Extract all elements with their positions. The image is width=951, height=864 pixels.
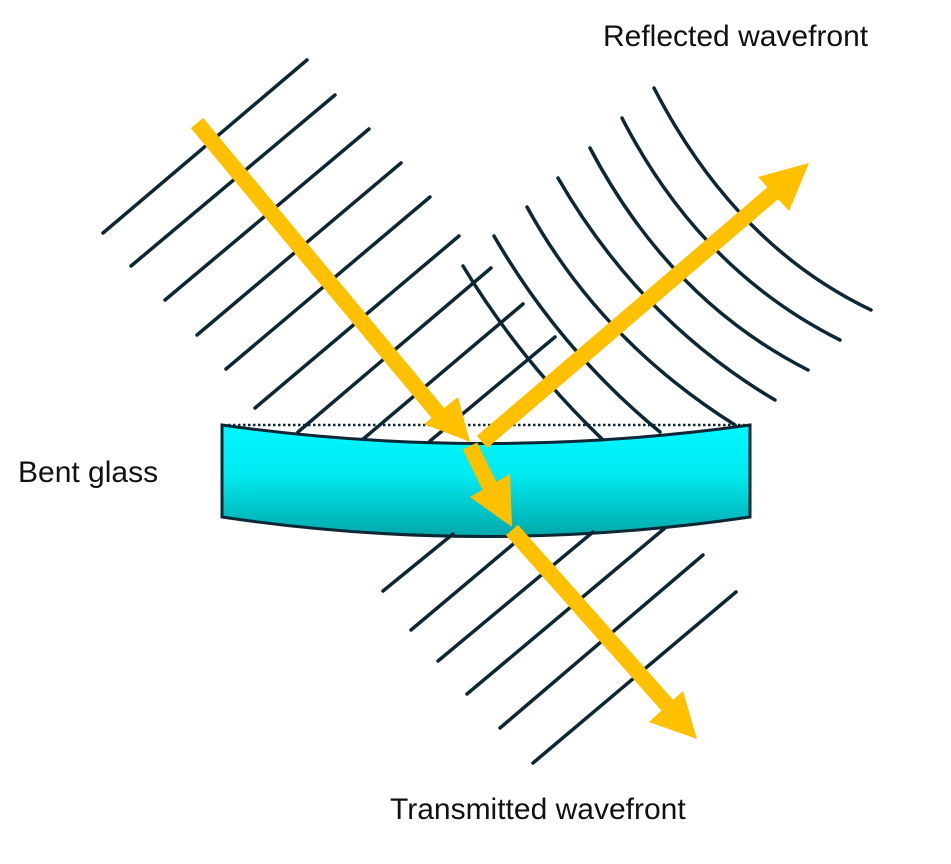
reflected-wavefront-curve bbox=[492, 234, 662, 434]
reflected-wavefront-curve bbox=[461, 264, 605, 442]
bent-glass-label: Bent glass bbox=[18, 456, 159, 489]
reflected-wavefront-label: Reflected wavefront bbox=[603, 20, 869, 53]
transmitted-wavefront-label: Transmitted wavefront bbox=[390, 793, 686, 826]
incident-wavefront-line bbox=[101, 58, 309, 235]
transmitted-wavefront-line bbox=[409, 533, 526, 632]
reflected-ray bbox=[476, 180, 786, 449]
refracted-ray-arrowhead bbox=[470, 474, 512, 527]
incident-wavefronts bbox=[101, 58, 557, 443]
incident-wavefront-line bbox=[129, 93, 337, 268]
transmitted-wavefront-line bbox=[436, 530, 595, 663]
transmitted-ray-arrowhead bbox=[649, 691, 697, 739]
reflected-ray-arrowhead bbox=[758, 163, 809, 211]
reflected-wavefronts bbox=[461, 86, 873, 442]
rays bbox=[190, 117, 809, 739]
transmitted-wavefront-line bbox=[381, 532, 455, 593]
transmitted-wavefront-line bbox=[465, 526, 667, 696]
transmitted-ray bbox=[506, 524, 674, 712]
incident-ray bbox=[190, 117, 449, 424]
incident-wavefront-line bbox=[360, 302, 525, 442]
reflected-wavefront-curve bbox=[588, 146, 810, 372]
incident-ray-arrowhead bbox=[424, 397, 470, 442]
